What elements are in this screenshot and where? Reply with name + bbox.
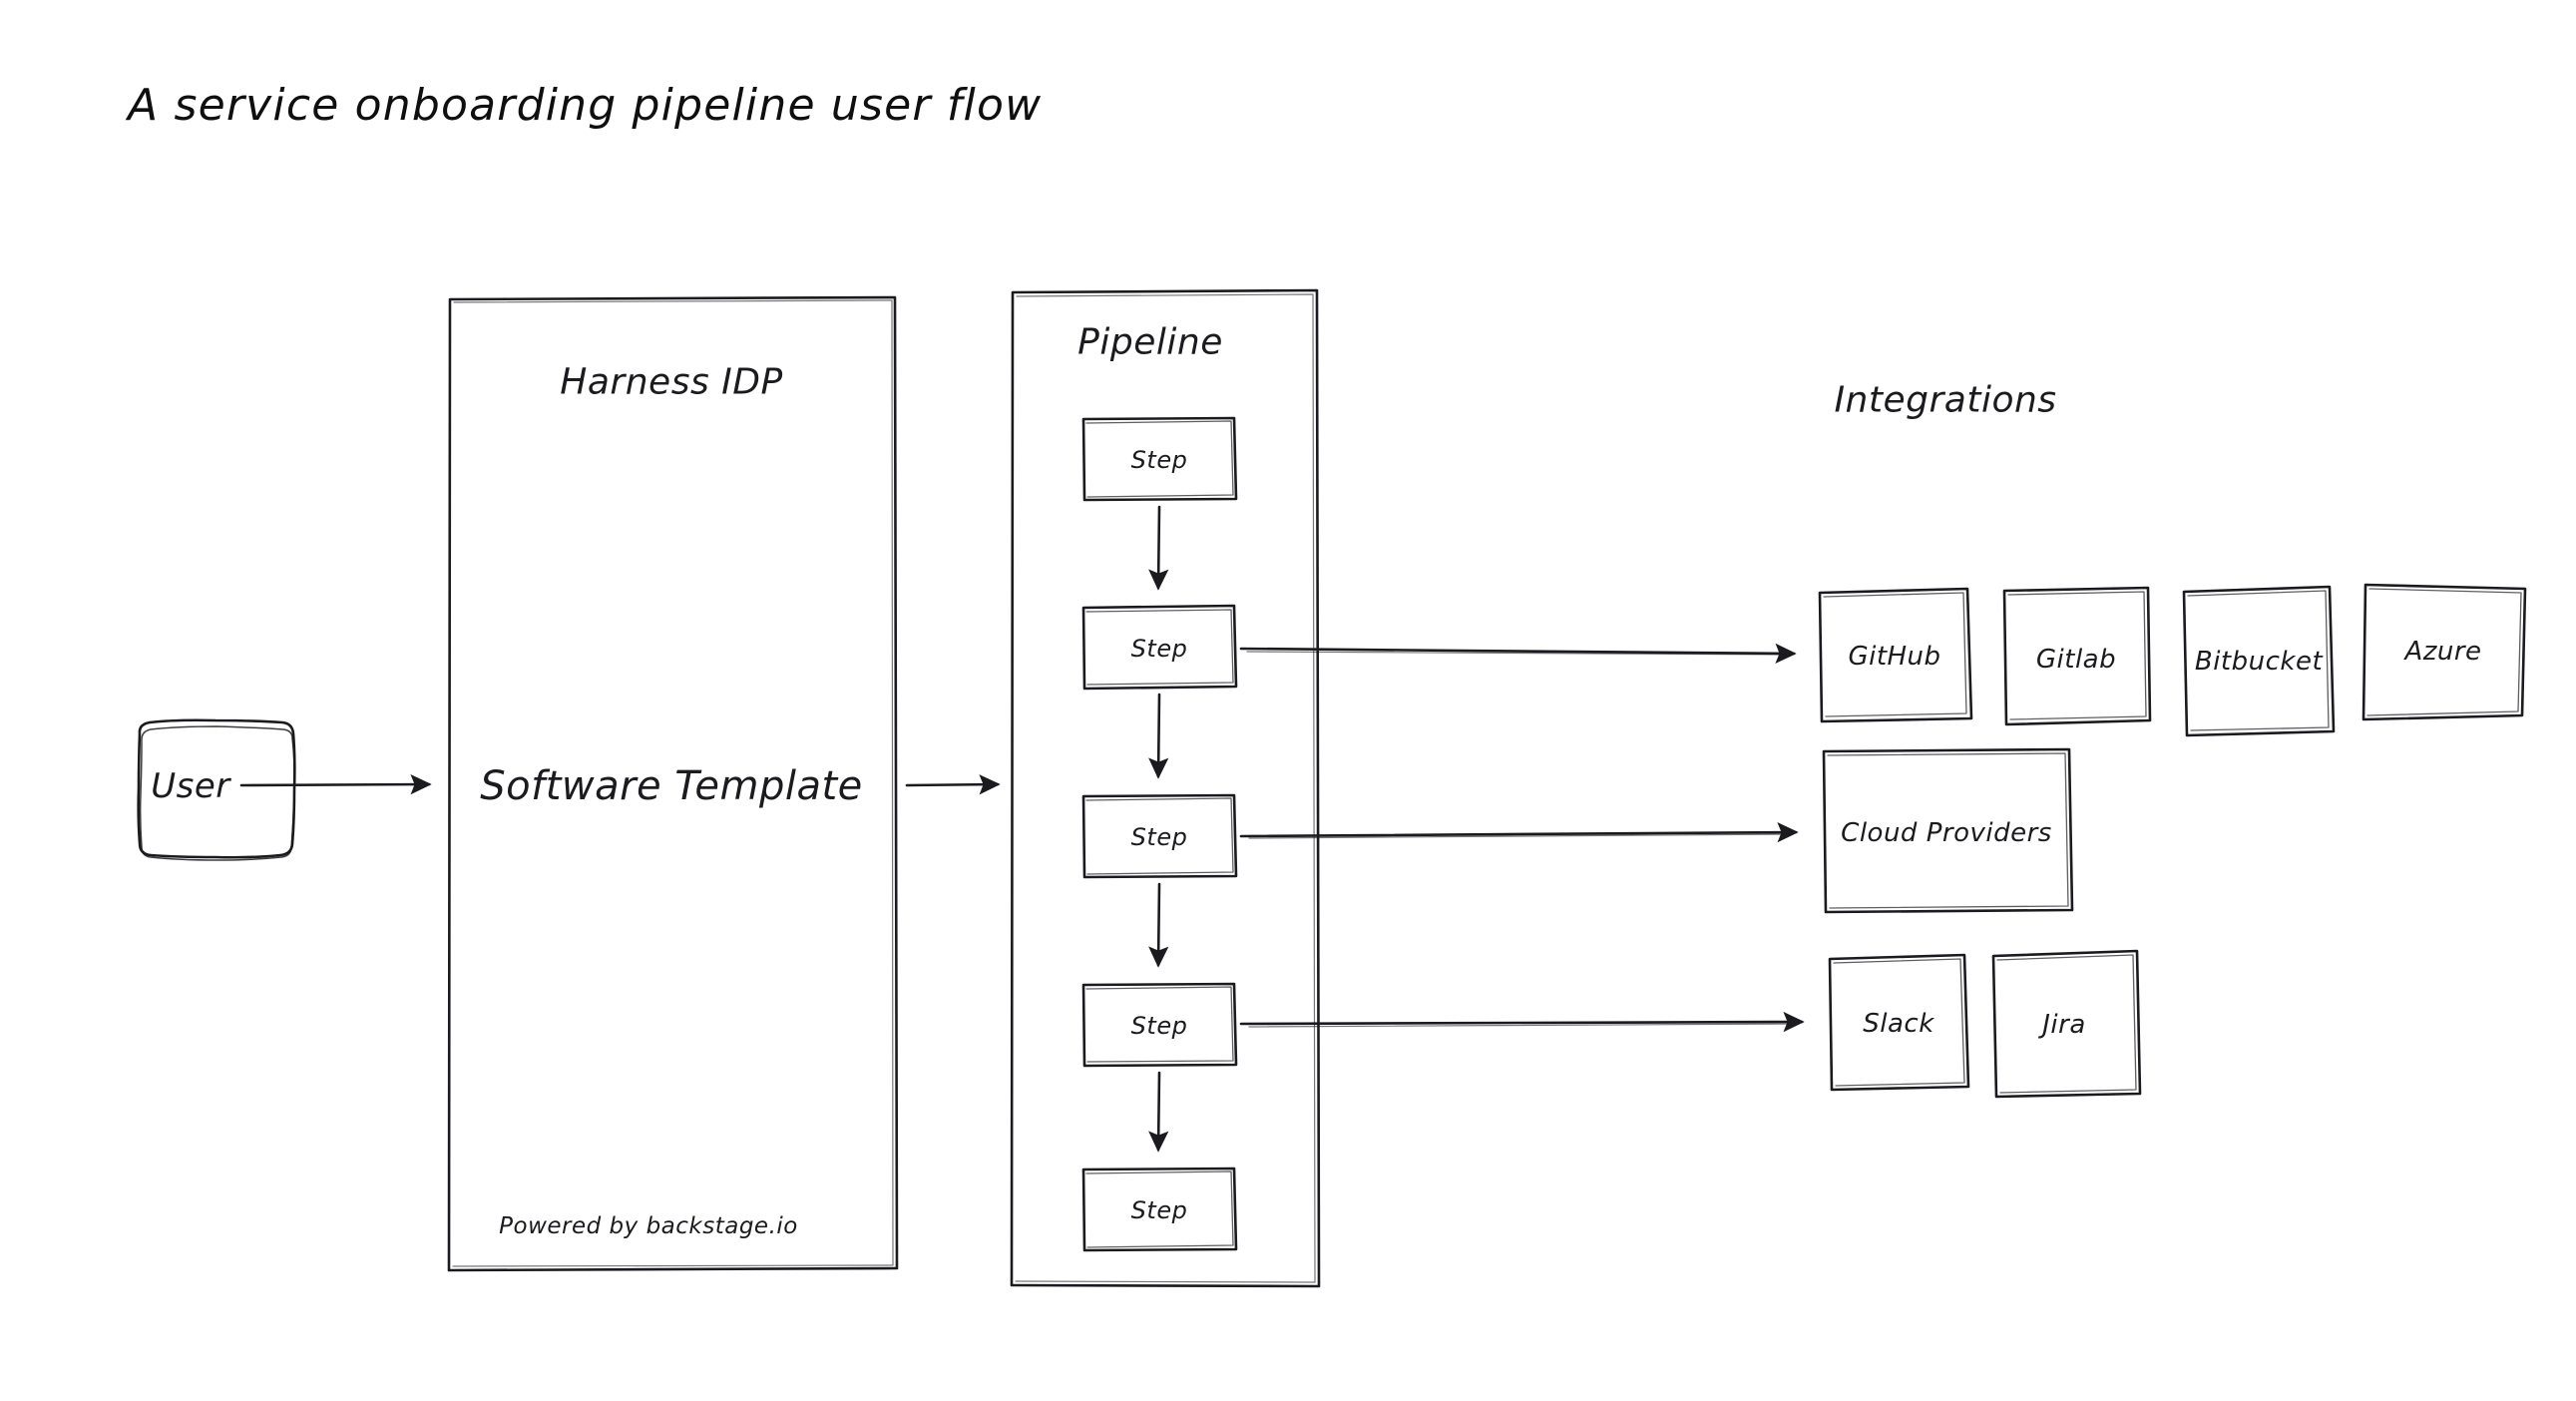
connector-step4-to-step5	[1148, 1071, 1169, 1153]
pipeline-step-3-shape[interactable]	[1081, 793, 1238, 879]
integration-cloud-providers-shape[interactable]	[1822, 747, 2074, 914]
connector-user-to-template	[239, 773, 432, 795]
integration-bitbucket-shape[interactable]	[2182, 585, 2336, 737]
pipeline-step-5-shape[interactable]	[1081, 1167, 1238, 1252]
connector-step2-to-github-b	[1246, 651, 1787, 656]
user-node-shape[interactable]	[137, 718, 296, 861]
pipeline-group-shape[interactable]	[1010, 288, 1321, 1288]
harness-idp-group-shape[interactable]	[447, 295, 899, 1272]
connector-template-to-pipeline	[905, 774, 1001, 795]
connector-step1-to-step2	[1148, 505, 1169, 591]
integration-gitlab-shape[interactable]	[2002, 586, 2152, 726]
connector-step2-to-step3	[1148, 693, 1169, 779]
integration-azure-shape[interactable]	[2361, 583, 2527, 721]
integration-github-shape[interactable]	[1818, 587, 1973, 723]
pipeline-step-2-shape[interactable]	[1081, 604, 1238, 691]
connector-step2-to-github	[1239, 643, 1797, 664]
connector-step3-to-step4	[1148, 882, 1169, 968]
integration-jira-shape[interactable]	[1991, 949, 2142, 1099]
connector-step4-to-slack-b	[1248, 1023, 1795, 1028]
connector-step3-to-cloud-providers	[1239, 821, 1799, 843]
connector-step4-to-slack	[1239, 1011, 1805, 1033]
integration-slack-shape[interactable]	[1828, 953, 1970, 1092]
connector-step3-to-cloud-providers-b	[1248, 833, 1789, 839]
pipeline-step-1-shape[interactable]	[1081, 416, 1238, 502]
pipeline-step-4-shape[interactable]	[1081, 982, 1238, 1068]
